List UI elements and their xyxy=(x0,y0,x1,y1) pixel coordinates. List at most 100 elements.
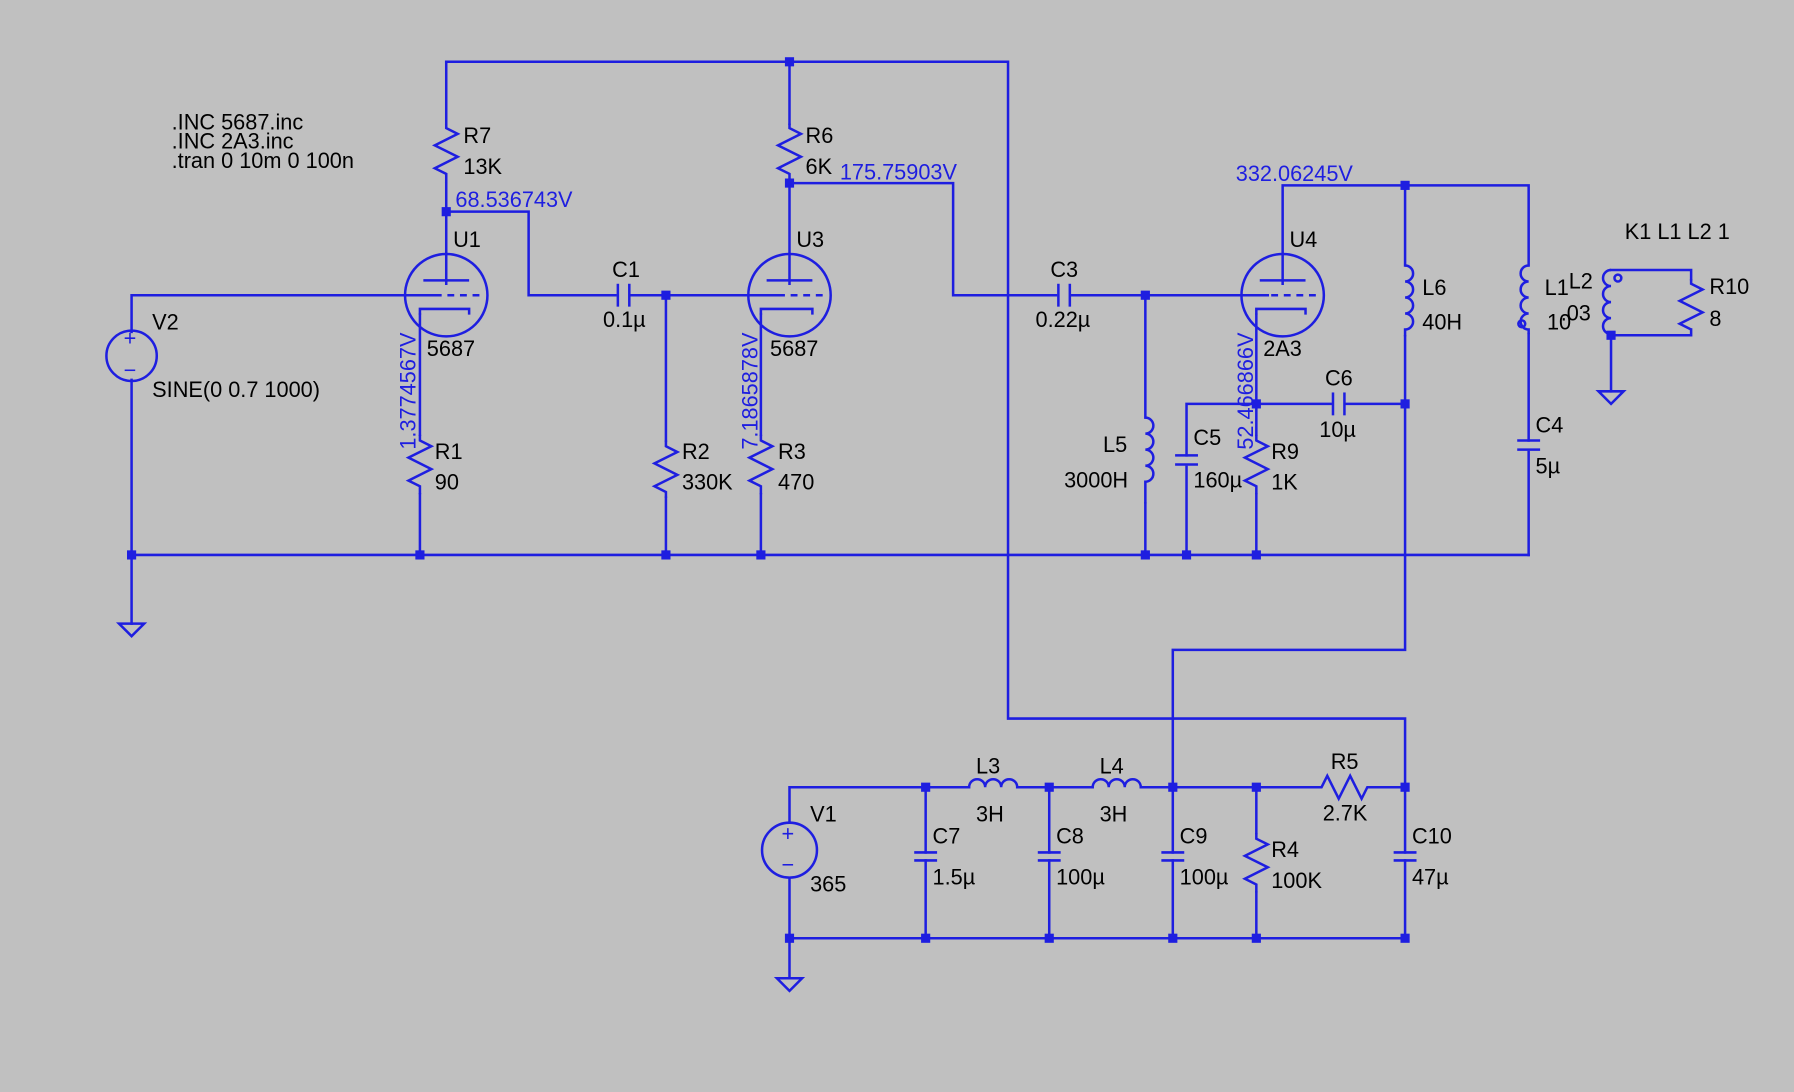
voltage-u1-cathode[interactable]: 1.3774567V xyxy=(395,332,420,450)
capacitor-c8-symbol[interactable] xyxy=(1037,851,1061,862)
capacitor-c9-symbol[interactable] xyxy=(1161,851,1185,862)
resistor-r1-symbol[interactable] xyxy=(405,434,435,495)
resistor-r2-symbol[interactable] xyxy=(651,440,681,498)
junction-dot xyxy=(661,550,671,560)
resistor-r4-symbol[interactable] xyxy=(1242,832,1271,893)
voltage-u1-plate[interactable]: 68.536743V xyxy=(455,187,573,212)
label-c8-name: C8 xyxy=(1056,823,1084,848)
label-v2-value: SINE(0 0.7 1000) xyxy=(152,377,320,402)
junction-dot xyxy=(1168,933,1178,943)
junction-dot xyxy=(1251,550,1261,560)
junction-dot xyxy=(1400,782,1410,792)
junction-dot xyxy=(784,933,795,943)
resistor-r9-symbol[interactable] xyxy=(1242,434,1271,495)
ground-symbol[interactable] xyxy=(773,977,806,993)
label-r6-value: 6K xyxy=(806,154,833,179)
capacitor-c4-symbol[interactable] xyxy=(1517,439,1541,451)
label-l6-name: L6 xyxy=(1422,275,1446,300)
label-r3-name: R3 xyxy=(778,439,806,464)
label-r9-name: R9 xyxy=(1271,439,1299,464)
directive-tran[interactable]: .tran 0 10m 0 100n xyxy=(172,148,354,173)
label-l2-name: L2 xyxy=(1569,268,1593,293)
ground-symbol[interactable] xyxy=(1595,390,1627,406)
label-r1-value: 90 xyxy=(435,470,459,495)
triode-u3-symbol[interactable] xyxy=(747,252,832,338)
inductor-l2-polarity-dot xyxy=(1613,273,1623,283)
label-r2-value: 330K xyxy=(682,470,733,495)
capacitor-c1-symbol[interactable] xyxy=(616,283,631,307)
junction-dot xyxy=(415,550,425,560)
label-l3-name: L3 xyxy=(976,753,1000,778)
junction-dot xyxy=(1251,782,1261,792)
label-l2-value: .03 xyxy=(1561,300,1591,325)
label-r2-name: R2 xyxy=(682,439,710,464)
label-v1-value: 365 xyxy=(810,871,846,896)
wire-u1-plate-to-c1 xyxy=(444,210,617,297)
inductor-l1-symbol[interactable] xyxy=(1519,264,1530,335)
junction-dot xyxy=(127,550,137,560)
inductor-l2-symbol[interactable] xyxy=(1601,268,1613,336)
label-c5-name: C5 xyxy=(1193,425,1221,450)
plus-sign: + xyxy=(124,326,137,351)
label-u3-model: 5687 xyxy=(770,336,818,361)
label-r5-value: 2.7K xyxy=(1323,800,1368,825)
label-r7-name: R7 xyxy=(463,123,491,148)
label-r9-value: 1K xyxy=(1271,470,1298,495)
ground-symbol[interactable] xyxy=(115,622,148,638)
junction-dot xyxy=(1140,290,1150,300)
label-r5-name: R5 xyxy=(1331,749,1359,774)
label-v1-name: V1 xyxy=(810,802,837,827)
directive-include-5687[interactable]: .INC 5687.inc xyxy=(172,109,304,134)
label-r10-name: R10 xyxy=(1709,274,1749,299)
capacitor-c7-symbol[interactable] xyxy=(914,851,938,862)
wire-l2-r10 xyxy=(1609,268,1693,281)
wire-l2-r10-bot xyxy=(1609,328,1693,337)
inductor-l6-symbol[interactable] xyxy=(1403,264,1415,337)
label-r4-name: R4 xyxy=(1271,837,1299,862)
inductor-l4-symbol[interactable] xyxy=(1076,778,1146,789)
voltage-source-v1-symbol[interactable]: + − xyxy=(760,821,819,879)
junction-dot xyxy=(1400,399,1410,409)
voltage-source-v2-symbol[interactable]: + − xyxy=(105,326,159,383)
wire-b-plus-top xyxy=(444,60,1407,789)
label-l6-value: 40H xyxy=(1422,310,1462,335)
resistor-r6-symbol[interactable] xyxy=(775,123,804,184)
voltage-u3-cathode[interactable]: 7.1865878V xyxy=(737,332,762,450)
junction-dot xyxy=(784,57,795,67)
resistor-r7-symbol[interactable] xyxy=(431,123,461,184)
junction-dot xyxy=(1400,180,1410,190)
minus-sign: − xyxy=(781,852,794,877)
label-c1-name: C1 xyxy=(612,257,640,282)
triode-u1-symbol[interactable] xyxy=(403,252,489,338)
label-c4-value: 5µ xyxy=(1536,454,1561,479)
wire-u3-plate-to-c3 xyxy=(788,181,1058,297)
junction-dot xyxy=(921,933,931,943)
label-c7-value: 1.5µ xyxy=(933,864,976,889)
capacitor-c10-symbol[interactable] xyxy=(1393,851,1417,862)
resistor-r5-symbol[interactable] xyxy=(1315,772,1371,802)
wires xyxy=(130,60,1693,980)
capacitor-c6-symbol[interactable] xyxy=(1331,392,1346,416)
label-c8-value: 100µ xyxy=(1056,864,1105,889)
inductor-l5-symbol[interactable] xyxy=(1144,416,1155,504)
junction-dot xyxy=(921,782,931,792)
triode-u4-symbol[interactable] xyxy=(1240,252,1326,338)
directive-coupling[interactable]: K1 L1 L2 1 xyxy=(1625,219,1730,244)
voltage-u4-cathode[interactable]: 52.466866V xyxy=(1233,332,1258,450)
junction-dot xyxy=(1044,933,1054,943)
label-r7-value: 13K xyxy=(463,154,502,179)
label-l1-value: 10 xyxy=(1547,310,1571,335)
label-c3-name: C3 xyxy=(1050,257,1078,282)
directive-include-2a3[interactable]: .INC 2A3.inc xyxy=(172,129,294,154)
capacitor-c5-symbol[interactable] xyxy=(1175,454,1198,466)
label-r6-name: R6 xyxy=(806,123,834,148)
inductor-l3-symbol[interactable] xyxy=(953,778,1022,789)
voltage-u3-plate[interactable]: 175.75903V xyxy=(840,160,958,185)
capacitor-c3-symbol[interactable] xyxy=(1057,283,1072,307)
resistor-r10-symbol[interactable] xyxy=(1676,279,1706,331)
label-c7-name: C7 xyxy=(933,823,961,848)
voltage-u4-plate[interactable]: 332.06245V xyxy=(1236,161,1354,186)
label-c10-name: C10 xyxy=(1412,823,1452,848)
resistor-r3-symbol[interactable] xyxy=(746,434,776,495)
